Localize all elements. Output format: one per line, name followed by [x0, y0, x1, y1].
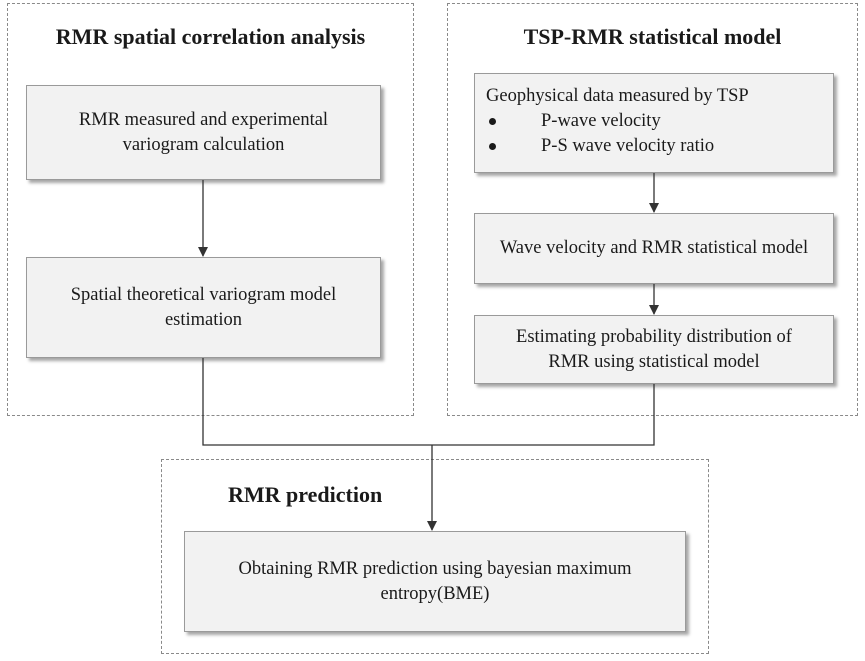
- box-experimental-variogram: RMR measured and experimental variogram …: [26, 85, 381, 180]
- box-theoretical-variogram-text: Spatial theoretical variogram model esti…: [70, 284, 337, 330]
- geophysical-data-list: P-wave velocity P-S wave velocity ratio: [486, 109, 749, 159]
- list-item: P-S wave velocity ratio: [486, 134, 749, 159]
- group-title-prediction: RMR prediction: [228, 482, 383, 507]
- box-theoretical-variogram: Spatial theoretical variogram model esti…: [26, 257, 381, 358]
- geophysical-data-content: Geophysical data measured by TSP P-wave …: [486, 84, 749, 159]
- group-title-spatial: RMR spatial correlation analysis: [55, 24, 366, 49]
- box-experimental-variogram-text: RMR measured and experimental variogram …: [78, 109, 329, 155]
- group-tsp-rmr: TSP-RMR statistical model: [447, 3, 858, 416]
- bullet-icon: [489, 143, 496, 150]
- connector-merge: [202, 358, 655, 446]
- box-wave-velocity-model-text: Wave velocity and RMR statistical model: [499, 238, 809, 258]
- bullet-icon: [489, 118, 496, 125]
- list-item-label: P-S wave velocity ratio: [541, 136, 715, 156]
- box-bme-prediction: Obtaining RMR prediction using bayesian …: [184, 531, 686, 632]
- box-probability-distribution: Estimating probability distribution of R…: [474, 315, 834, 384]
- group-spatial-correlation: RMR spatial correlation analysis: [7, 3, 414, 416]
- box-bme-prediction-text: Obtaining RMR prediction using bayesian …: [238, 558, 632, 604]
- list-item: P-wave velocity: [486, 109, 749, 134]
- geophysical-data-heading: Geophysical data measured by TSP: [486, 86, 749, 106]
- box-wave-velocity-model: Wave velocity and RMR statistical model: [474, 213, 834, 284]
- group-rmr-prediction: RMR prediction: [161, 459, 709, 654]
- group-title-tsp: TSP-RMR statistical model: [523, 24, 782, 49]
- box-geophysical-data: Geophysical data measured by TSP P-wave …: [474, 73, 834, 173]
- list-item-label: P-wave velocity: [541, 111, 661, 131]
- box-probability-distribution-text: Estimating probability distribution of R…: [516, 326, 792, 372]
